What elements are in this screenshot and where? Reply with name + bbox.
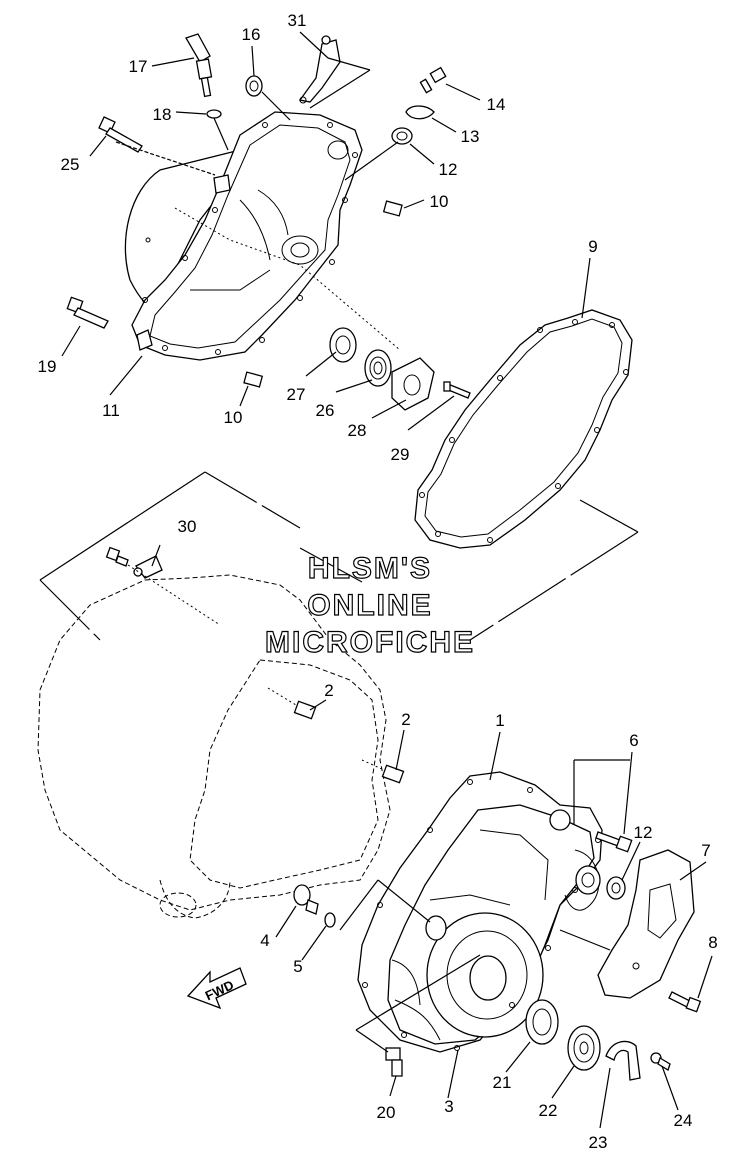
callout-26: 26	[316, 401, 335, 420]
oil-level-gauge	[185, 33, 213, 98]
watermark: HLSM'S ONLINE MICROFICHE	[264, 551, 475, 659]
seal-27	[329, 327, 357, 363]
o-ring	[206, 109, 222, 119]
gasket-crankcase-cover	[414, 309, 633, 549]
seal-12-lower	[606, 876, 626, 900]
callout-23: 23	[589, 1133, 608, 1152]
watermark-line-3: MICROFICHE	[265, 626, 475, 659]
callout-30: 30	[178, 517, 197, 536]
o-ring-5	[324, 912, 336, 928]
shift-bracket	[298, 35, 341, 104]
callout-16: 16	[242, 25, 261, 44]
screw-29	[443, 381, 471, 399]
assembly-lines	[39, 471, 639, 641]
guard-plate-7	[597, 849, 695, 999]
callout-19: 19	[38, 357, 57, 376]
forward-arrow: FWD	[186, 967, 247, 1010]
callout-4: 4	[260, 931, 269, 950]
callout-13: 13	[461, 127, 480, 146]
callout-3: 3	[444, 1097, 453, 1116]
oil-seal-22	[567, 1025, 601, 1071]
crankcase-cover-right	[357, 771, 603, 1053]
bolt-8	[668, 991, 702, 1013]
watermark-line-1: HLSM'S	[308, 552, 432, 585]
callout-9: 9	[588, 237, 597, 256]
callout-25: 25	[61, 155, 80, 174]
callout-20: 20	[377, 1103, 396, 1122]
callout-21: 21	[493, 1073, 512, 1092]
dowel-pin-upper	[382, 200, 403, 217]
bearing-26	[364, 349, 392, 387]
plug-13	[405, 105, 435, 120]
callout-18: 18	[153, 105, 172, 124]
callout-10-lower: 10	[224, 408, 243, 427]
callout-8: 8	[708, 933, 717, 952]
callout-2-left: 2	[324, 681, 333, 700]
callout-22: 22	[539, 1101, 558, 1120]
callout-27: 27	[287, 385, 306, 404]
bolt-19	[66, 296, 109, 329]
callout-labels: 31 16 17 18 25 14 13 12 10 9 19 11 10 27…	[38, 11, 718, 1152]
callout-12-lower: 12	[634, 823, 653, 842]
bolt-6	[595, 831, 633, 853]
bolt-20	[385, 1047, 403, 1077]
seal-12-upper	[391, 127, 413, 145]
leader-lines-upper	[61, 31, 591, 431]
bearing-21	[525, 999, 559, 1045]
bolt-14	[419, 66, 447, 94]
crankcase-cover-left	[124, 111, 363, 361]
bolt-25	[98, 116, 143, 153]
oil-seal-16	[245, 75, 263, 97]
plate-23	[605, 1040, 641, 1081]
callout-31: 31	[288, 11, 307, 30]
callout-5: 5	[293, 957, 302, 976]
leader-lines-lower	[275, 699, 713, 1129]
plug-4	[293, 884, 319, 915]
callout-29: 29	[391, 445, 410, 464]
retainer-plate-28	[391, 357, 435, 411]
callout-10-upper: 10	[430, 192, 449, 211]
callout-2-right: 2	[401, 710, 410, 729]
callout-6: 6	[629, 731, 638, 750]
screw-24	[650, 1052, 671, 1071]
callout-11: 11	[102, 401, 120, 420]
callout-14: 14	[487, 95, 506, 114]
dowel-pin-lower	[243, 371, 264, 388]
watermark-line-2: ONLINE	[307, 589, 432, 622]
callout-28: 28	[348, 421, 367, 440]
callout-1: 1	[495, 711, 504, 730]
callout-12-upper: 12	[439, 160, 458, 179]
callout-7: 7	[701, 841, 710, 860]
callout-17: 17	[129, 57, 148, 76]
callout-24: 24	[674, 1111, 693, 1130]
engine-case-phantom	[37, 574, 405, 919]
clamp-30	[105, 544, 221, 626]
